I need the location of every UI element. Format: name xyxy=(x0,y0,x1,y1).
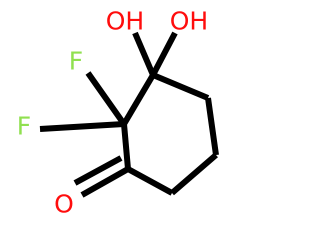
chemical-structure-diagram: F F OH OH O xyxy=(17,7,219,219)
bond-c6-c1 xyxy=(121,123,131,170)
substituent-bonds xyxy=(39,31,178,198)
hydroxyl-label-right: OH xyxy=(170,7,208,36)
bond-c2-oh-right xyxy=(150,31,178,77)
carbonyl-oxygen-label: O xyxy=(54,190,74,219)
bond-c1-f-left xyxy=(39,121,125,132)
carbonyl-bond-b xyxy=(73,155,123,186)
atom-labels: F F OH OH O xyxy=(17,7,208,219)
bond-c5-c6 xyxy=(126,166,174,196)
ring-bonds xyxy=(121,72,219,196)
bond-c1-c2 xyxy=(121,73,156,126)
bond-c2-c3 xyxy=(151,72,210,101)
fluorine-label-upper: F xyxy=(69,47,83,76)
fluorine-label-left: F xyxy=(17,112,31,141)
bond-c2-oh-left xyxy=(132,31,156,77)
bond-c3-c4 xyxy=(205,97,219,156)
bond-c1-f-upper xyxy=(85,71,127,126)
carbonyl-bond-a xyxy=(80,166,130,198)
bond-c4-c5 xyxy=(170,152,218,196)
hydroxyl-label-left: OH xyxy=(106,7,144,36)
